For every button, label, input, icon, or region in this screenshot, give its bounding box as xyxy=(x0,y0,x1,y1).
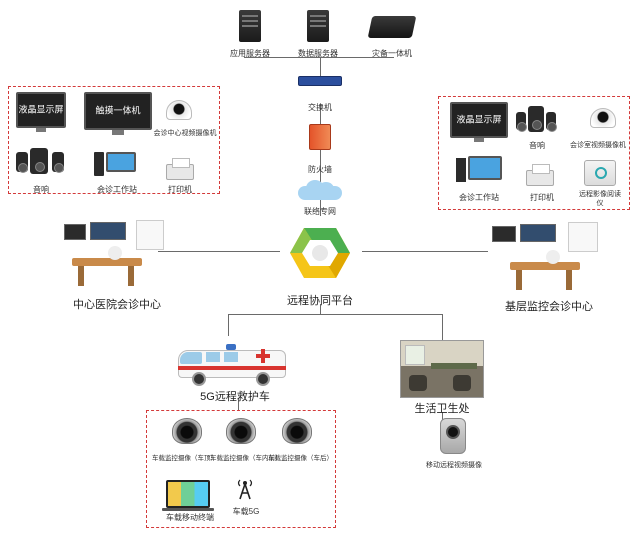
speaker-icon xyxy=(516,112,527,132)
link-top-servers xyxy=(244,57,394,58)
speaker-icon xyxy=(30,148,48,174)
speaker-icon xyxy=(546,112,557,132)
left-camera-icon xyxy=(166,100,192,120)
ambulance-label: 5G远程救护车 xyxy=(200,391,270,403)
switch-icon xyxy=(298,76,342,86)
server-icon xyxy=(307,10,329,42)
link-station-camera xyxy=(442,412,443,422)
left-center-scene xyxy=(56,218,168,290)
speaker-icon xyxy=(52,152,64,173)
right-center-label: 基层监控会诊中心 xyxy=(505,301,593,313)
camera-roof-label: 车载监控摄像（车顶） xyxy=(152,455,217,462)
left-equipment-box xyxy=(8,86,220,194)
ambulance-icon xyxy=(178,336,290,386)
right-workstation-label: 会诊工作站 xyxy=(459,193,499,202)
right-speaker-label: 音响 xyxy=(529,141,545,150)
reader-icon xyxy=(584,160,616,186)
laptop-base-icon xyxy=(162,508,214,511)
link-to-ambulance xyxy=(228,314,229,336)
workstation-monitor-icon xyxy=(468,156,502,180)
antenna-icon xyxy=(236,478,254,500)
right-reader-label: 远程影像阅读仪 xyxy=(579,191,621,207)
workstation-tower-icon xyxy=(94,152,104,176)
monitor-stand-icon xyxy=(36,128,46,132)
backup-machine-icon xyxy=(367,16,417,38)
mobile-camera-icon xyxy=(440,418,466,454)
left-touch-screen: 触摸一体机 xyxy=(84,92,152,130)
link-platform-down xyxy=(320,304,321,314)
app-server-label: 应用服务器 xyxy=(230,49,270,58)
printer-icon xyxy=(166,158,194,180)
camera-rear-label: 车载监控摄像（车后） xyxy=(268,455,333,462)
laptop-icon xyxy=(166,480,210,508)
laptop-label: 车载移动终端 xyxy=(166,513,214,522)
workstation-monitor-icon xyxy=(106,152,136,172)
left-speaker-label: 音响 xyxy=(33,185,49,194)
left-display-screen: 液晶显示屏 xyxy=(16,92,66,128)
link-platform-left xyxy=(158,251,280,252)
camera-rear-icon xyxy=(282,418,312,444)
speaker-icon xyxy=(16,152,28,173)
backup-machine-label: 灾备一体机 xyxy=(372,49,412,58)
left-printer-label: 打印机 xyxy=(168,185,192,194)
firewall-icon xyxy=(309,124,331,150)
camera-front-label: 车载监控摄像（车内前） xyxy=(210,455,282,462)
monitor-stand-icon xyxy=(474,138,484,142)
cloud-icon xyxy=(298,180,342,200)
left-camera-label: 会诊中心视频摄像机 xyxy=(153,130,217,137)
left-workstation-label: 会诊工作站 xyxy=(97,185,137,194)
right-printer-label: 打印机 xyxy=(530,193,554,202)
firewall-label: 防火墙 xyxy=(308,165,332,174)
link-main-vertical xyxy=(320,104,321,216)
switch-label: 交换机 xyxy=(308,103,332,112)
right-display-screen-label: 液晶显示屏 xyxy=(456,114,502,125)
printer-icon xyxy=(526,164,554,186)
left-center-label: 中心医院会诊中心 xyxy=(73,299,161,311)
speaker-icon xyxy=(528,106,544,132)
dedicated-net-label: 联络专网 xyxy=(304,207,336,216)
data-server-label: 数据服务器 xyxy=(298,49,338,58)
ambulance-equipment-box xyxy=(146,410,336,528)
monitor-stand-icon xyxy=(112,130,124,135)
right-camera-label: 会诊室视频摄像机 xyxy=(570,142,626,149)
antenna-label: 车载5G xyxy=(232,507,260,516)
right-equipment-box xyxy=(438,96,630,210)
platform-logo xyxy=(288,226,352,280)
link-to-health-station xyxy=(442,314,443,340)
left-display-screen-label: 液晶显示屏 xyxy=(18,104,64,115)
health-station-photo xyxy=(400,340,484,398)
right-center-scene xyxy=(492,220,604,292)
workstation-tower-icon xyxy=(456,158,466,182)
platform-label: 远程协同平台 xyxy=(287,295,353,307)
right-camera-icon xyxy=(590,108,616,128)
link-bottom-horizontal xyxy=(228,314,442,315)
link-servers-vertical xyxy=(320,57,321,77)
right-display-screen: 液晶显示屏 xyxy=(450,102,508,138)
hexagon-logo-icon xyxy=(290,228,350,278)
camera-front-icon xyxy=(226,418,256,444)
camera-roof-icon xyxy=(172,418,202,444)
health-station-label: 生活卫生处 xyxy=(414,403,470,415)
server-icon xyxy=(239,10,261,42)
mobile-camera-label: 移动远程视频摄像 xyxy=(426,462,482,469)
link-ambulance-box xyxy=(238,398,239,410)
link-platform-right xyxy=(362,251,488,252)
left-touch-screen-label: 触摸一体机 xyxy=(95,105,141,116)
